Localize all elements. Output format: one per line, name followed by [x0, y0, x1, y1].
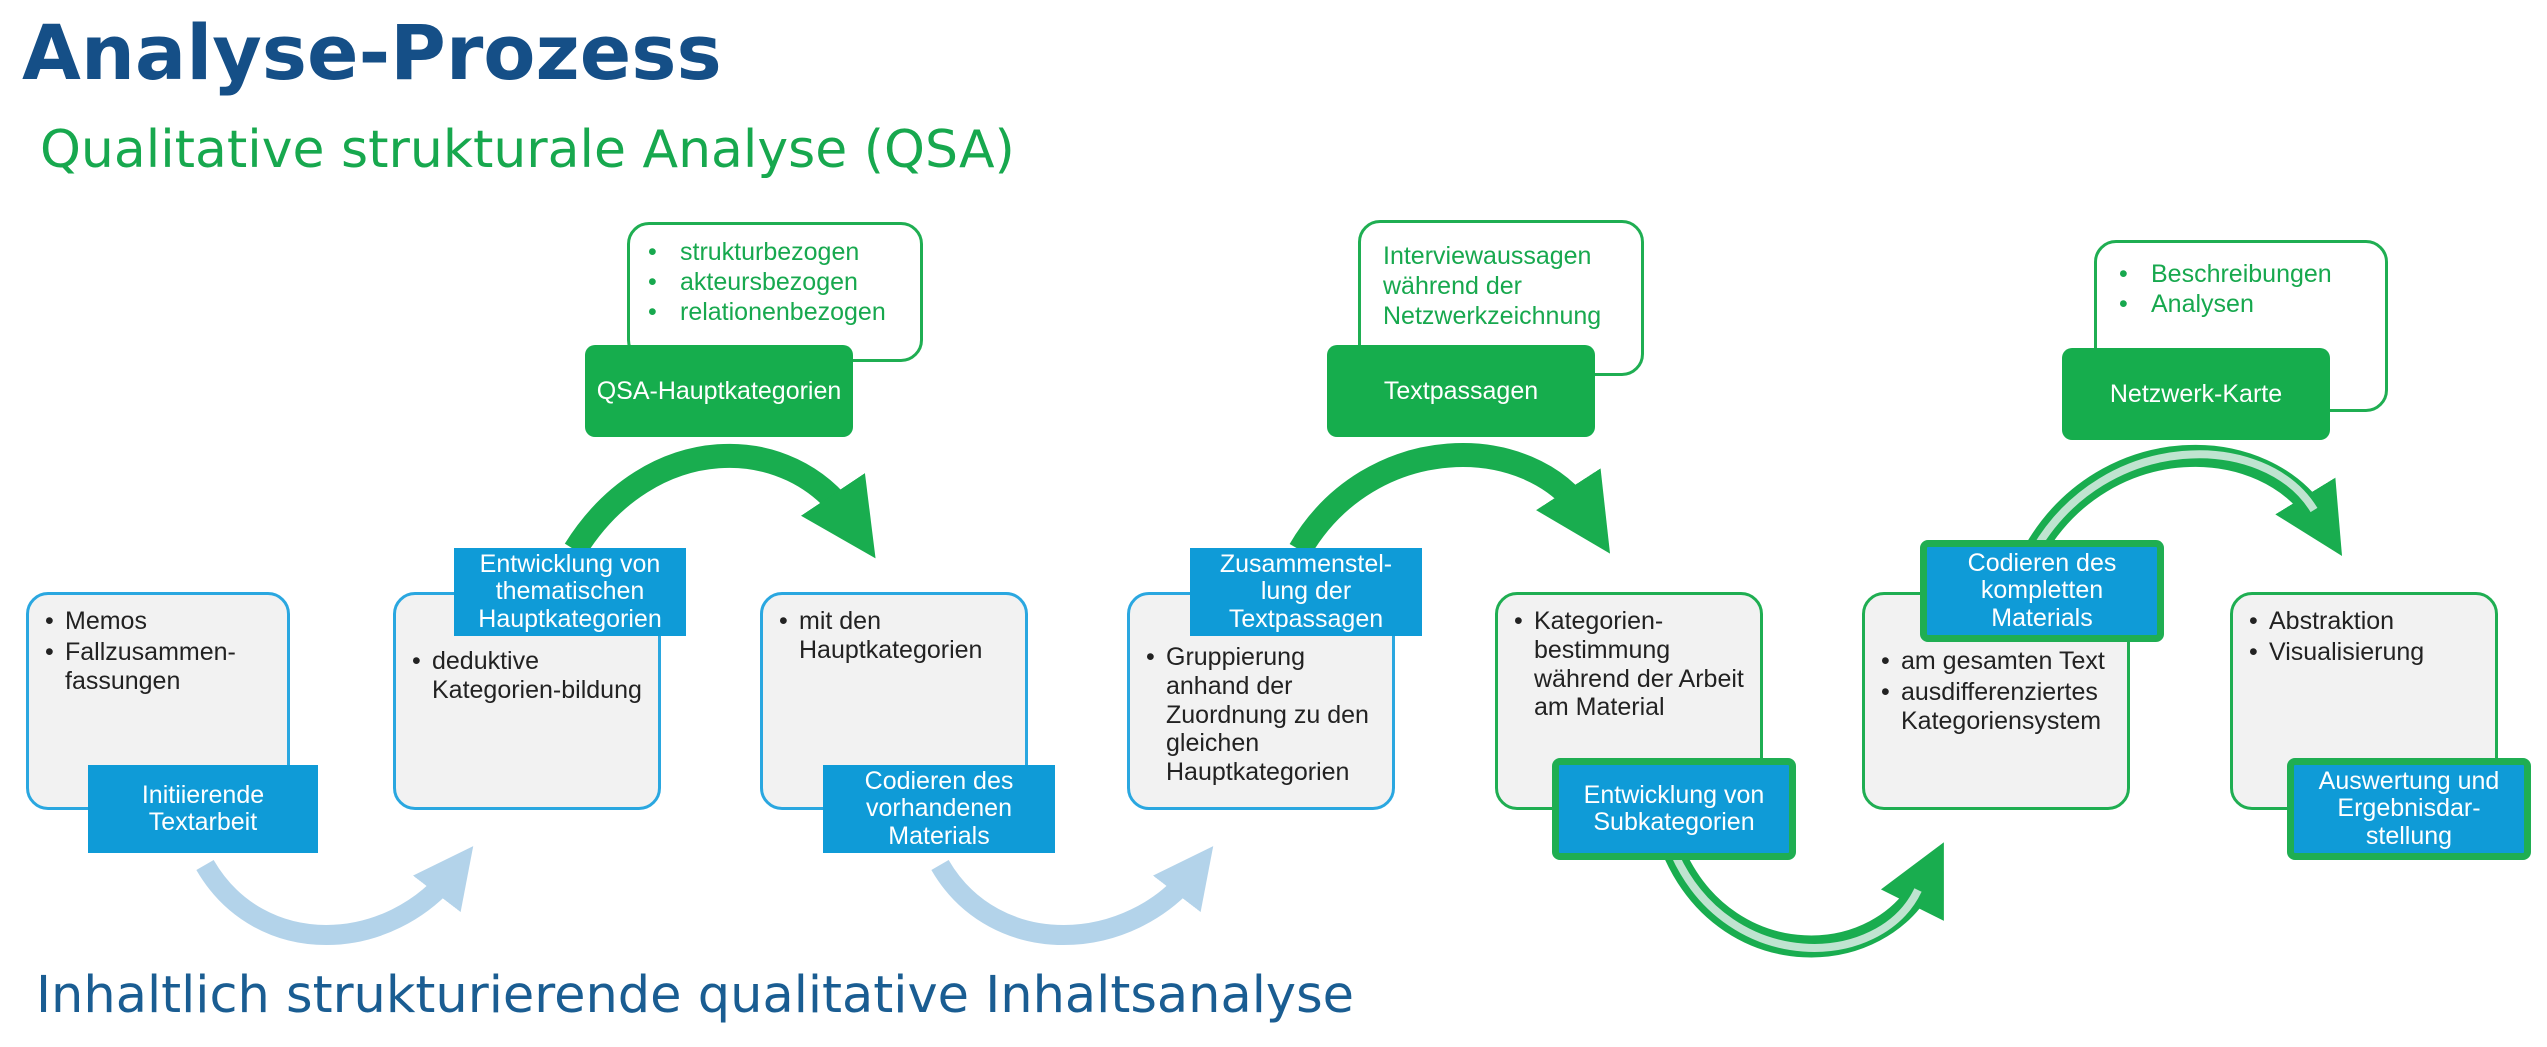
step5-label: Entwicklung von Subkategorien	[1552, 758, 1796, 860]
arrow-step1-to-step2	[196, 846, 474, 945]
step1-item-2: Fallzusammen-fassungen	[43, 638, 273, 696]
arrow-step2-to-step3	[564, 443, 876, 559]
arrow-step3-to-step4	[931, 846, 1214, 945]
step1-label: Initiierende Textarbeit	[88, 765, 318, 853]
step6-item-2: ausdifferenziertes Kategoriensystem	[1879, 678, 2113, 736]
step3-item-1: mit den Hauptkategorien	[777, 607, 1011, 665]
arrow-step5-to-step6	[1665, 842, 1944, 958]
qsa-subtitle: Qualitative strukturale Analyse (QSA)	[40, 120, 1015, 180]
step4-label: Zusammenstel-lung der Textpassagen	[1190, 548, 1422, 636]
qsa3-item-1: Beschreibungen	[2111, 259, 2371, 289]
step5-item-1: Kategorien-bestimmung während der Arbeit…	[1512, 607, 1746, 722]
qsa1-label: QSA-Hauptkategorien	[585, 345, 853, 437]
step2-item-1: deduktive Kategorien-bildung	[410, 647, 644, 705]
qsa1-item-3: relationenbezogen	[640, 297, 910, 327]
step2-label: Entwicklung von thematischen Hauptkatego…	[454, 548, 686, 636]
qsa2-label: Textpassagen	[1327, 345, 1595, 437]
footer-title: Inhaltlich strukturierende qualitative I…	[36, 966, 1355, 1025]
step4-item-1: Gruppierung anhand der Zuordnung zu den …	[1144, 643, 1378, 787]
qsa1-item-2: akteursbezogen	[640, 267, 910, 297]
page-title: Analyse-Prozess	[22, 8, 722, 97]
step7-label: Auswertung und Ergebnisdar-stellung	[2287, 758, 2531, 860]
qsa2-text: Interviewaussagen während der Netzwerkze…	[1383, 242, 1602, 330]
qsa1-item-1: strukturbezogen	[640, 237, 910, 267]
step1-item-1: Memos	[43, 607, 273, 636]
step7-item-2: Visualisierung	[2247, 638, 2481, 667]
step6-label: Codieren des kompletten Materials	[1920, 540, 2164, 642]
qsa3-label: Netzwerk-Karte	[2062, 348, 2330, 440]
step7-item-1: Abstraktion	[2247, 607, 2481, 636]
arrow-step4-to-step5	[1289, 443, 1611, 557]
step3-label: Codieren des vorhandenen Materials	[823, 765, 1055, 853]
qsa1-detail-box: strukturbezogen akteursbezogen relatione…	[627, 222, 923, 362]
step6-item-1: am gesamten Text	[1879, 647, 2113, 676]
qsa3-item-2: Analysen	[2111, 289, 2371, 319]
